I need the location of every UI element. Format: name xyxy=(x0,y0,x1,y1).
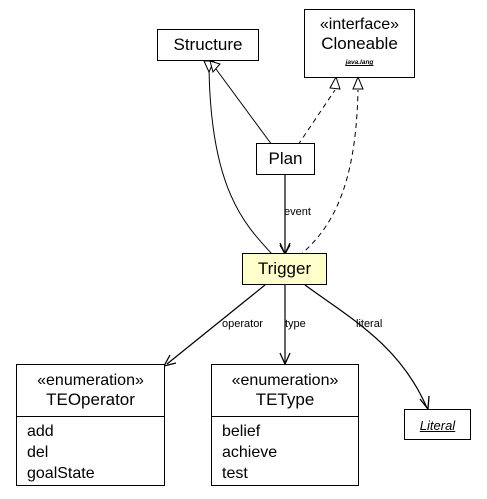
literal-association xyxy=(304,284,428,409)
trigger-implements-cloneable xyxy=(298,89,359,257)
trigger-class[interactable]: Trigger xyxy=(242,253,327,285)
teoperator-stereotype: «enumeration» xyxy=(37,372,144,389)
teoperator-enum[interactable]: «enumeration» TEOperator add del goalSta… xyxy=(16,364,165,486)
plan-extends-structure xyxy=(215,68,273,146)
tetype-stereotype: «enumeration» xyxy=(231,372,339,389)
literal-class-name: Literal xyxy=(419,418,456,433)
plan-class[interactable]: Plan xyxy=(256,143,315,175)
tetype-divider xyxy=(212,416,358,417)
cloneable-stereotype: «interface» xyxy=(319,16,400,33)
cloneable-package: java.lang xyxy=(345,59,374,66)
tetype-enum[interactable]: «enumeration» TEType belief achieve test xyxy=(211,364,359,486)
literal-class[interactable]: Literal xyxy=(404,409,471,440)
realization-head-1 xyxy=(329,75,341,90)
trigger-class-name: Trigger xyxy=(257,259,312,278)
enum-literal: test xyxy=(222,465,248,482)
enum-literal: goalState xyxy=(27,465,95,482)
teoperator-divider xyxy=(17,416,164,417)
enum-literal: add xyxy=(27,423,54,440)
event-label: event xyxy=(284,206,311,218)
teoperator-enum-name: TEOperator xyxy=(46,390,135,409)
cloneable-interface-name: Cloneable xyxy=(321,34,398,53)
tetype-literals: belief achieve test xyxy=(212,417,358,484)
tetype-enum-name: TEType xyxy=(255,390,315,409)
plan-class-name: Plan xyxy=(268,149,303,168)
generalization-head-2 xyxy=(209,60,221,74)
literal-label: literal xyxy=(356,318,383,330)
cloneable-interface[interactable]: «interface» Cloneable java.lang xyxy=(304,9,415,78)
trigger-extends-structure xyxy=(208,68,273,255)
teoperator-literals: add del goalState xyxy=(17,417,164,484)
enum-literal: achieve xyxy=(222,444,278,461)
enum-literal: del xyxy=(27,444,49,461)
realization-head-2 xyxy=(352,75,364,90)
type-label: type xyxy=(285,318,306,330)
operator-label: operator xyxy=(222,318,263,330)
operator-association xyxy=(166,284,266,365)
structure-class[interactable]: Structure xyxy=(157,29,259,61)
enum-literal: belief xyxy=(222,423,261,440)
structure-class-name: Structure xyxy=(173,35,243,54)
plan-implements-cloneable xyxy=(297,89,336,146)
